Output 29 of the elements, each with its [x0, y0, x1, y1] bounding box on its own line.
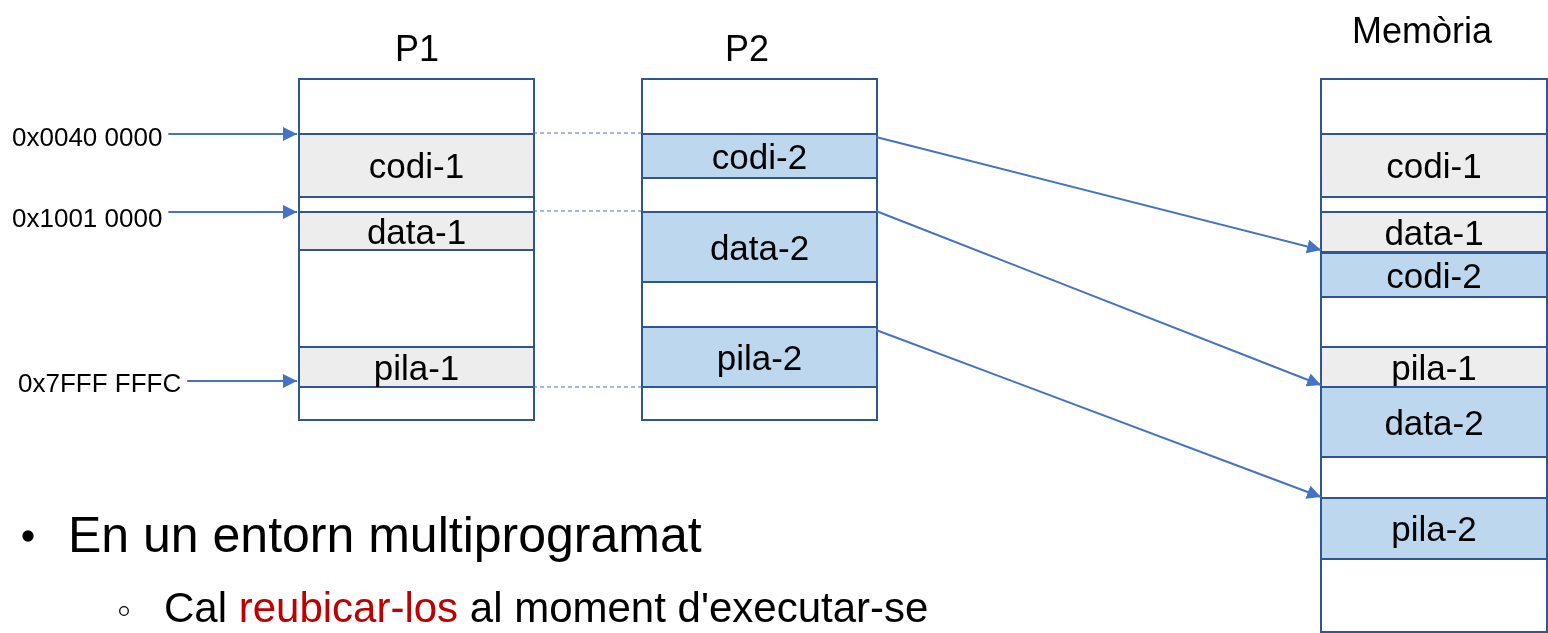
memory-segment: pila-1	[1322, 346, 1546, 388]
memory-segment: data-1	[1322, 211, 1546, 253]
memory-segment: data-2	[643, 211, 876, 283]
memory-segment: pila-1	[300, 346, 533, 388]
memory-segment: codi-1	[300, 133, 533, 198]
arrow	[167, 205, 298, 219]
memory-segment: pila-2	[643, 326, 876, 388]
address-label: 0x1001 0000	[12, 203, 163, 234]
memory-segment: codi-2	[1322, 252, 1546, 298]
column-title: Memòria	[1352, 10, 1493, 52]
arrow	[186, 374, 298, 388]
arrow	[875, 329, 1322, 499]
arrow	[875, 210, 1322, 387]
memory-segment: codi-1	[1322, 133, 1546, 198]
bullet-text: En un entorn multiprogramat	[68, 506, 702, 564]
dashed-line	[532, 210, 643, 212]
arrow	[875, 136, 1322, 254]
bullet-text: Cal reubicar-los al moment d'executar-se	[164, 584, 929, 632]
memory-segment: codi-2	[643, 133, 876, 179]
column-title: P1	[395, 28, 440, 70]
memory-segment: pila-2	[1322, 497, 1546, 560]
memory-segment: data-1	[300, 211, 533, 251]
address-label: 0x0040 0000	[12, 122, 163, 153]
dashed-line	[532, 132, 643, 134]
column-title: P2	[725, 28, 770, 70]
dashed-line	[532, 386, 643, 388]
arrow	[167, 127, 298, 141]
address-label: 0x7FFF FFFC	[18, 368, 182, 399]
memory-segment: data-2	[1322, 386, 1546, 458]
